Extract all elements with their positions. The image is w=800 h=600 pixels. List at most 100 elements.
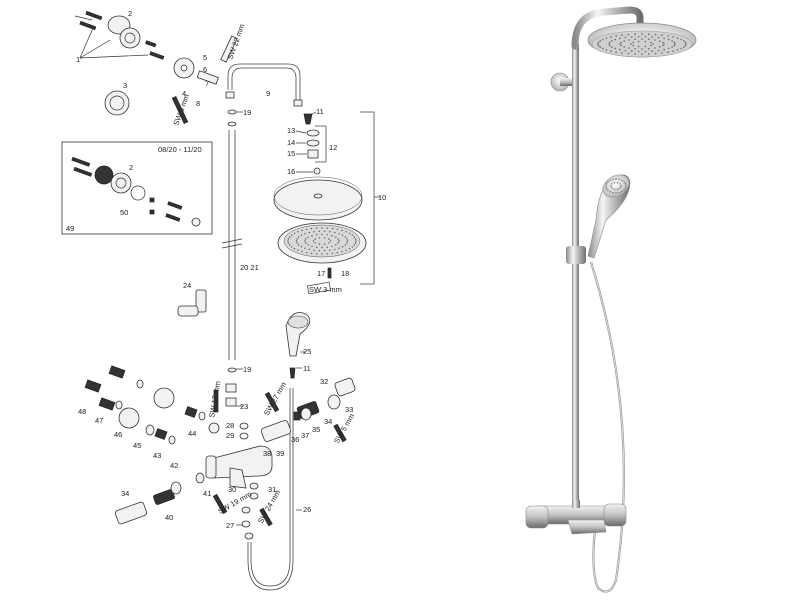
nozzle-dot <box>331 245 333 247</box>
nozzle-dot <box>335 244 337 246</box>
nozzle-dot <box>338 233 340 235</box>
nozzle-dot <box>328 242 330 244</box>
nozzle-dot <box>305 238 307 240</box>
nozzle-dot <box>684 41 687 44</box>
nozzle-dot <box>297 249 299 251</box>
nozzle-dot <box>291 246 293 248</box>
tool-sw-e: SW 17 mm <box>207 380 222 418</box>
right-cartridge-parts <box>212 383 347 528</box>
nozzle-dot <box>301 250 303 253</box>
nozzle-dot <box>602 47 604 50</box>
inset-box: 08/20 - 11/20 <box>61 141 213 235</box>
nozzle-dot <box>354 242 357 244</box>
part-label-15: 15 <box>287 149 295 158</box>
head-connector-parts <box>303 111 375 285</box>
nozzle-dot <box>672 50 674 52</box>
part-label-3: 3 <box>123 81 127 90</box>
nozzle-dot <box>667 38 670 41</box>
part-label-22: 23 <box>240 402 248 411</box>
part-label-41: 42 <box>170 461 178 470</box>
nozzle-dot <box>630 43 632 45</box>
part-label-4: 4 <box>182 89 186 98</box>
nozzle-dot <box>314 238 316 240</box>
overhead-head-nozzles <box>597 33 687 55</box>
part-label-38: 39 <box>276 449 284 458</box>
nozzle-dot <box>621 179 623 181</box>
nozzle-dot <box>324 230 326 232</box>
nozzle-dot <box>287 240 289 242</box>
nozzle-dot <box>334 248 336 251</box>
part-label-33: 34 <box>324 417 332 426</box>
nozzle-dot <box>326 246 328 248</box>
nozzle-dot <box>618 192 620 194</box>
nozzle-dot <box>316 246 318 248</box>
overhead-shower-plates <box>273 176 367 264</box>
nozzle-dot <box>683 40 685 42</box>
shower-hose <box>244 388 294 591</box>
nozzle-dot <box>305 242 307 244</box>
nozzle-dot <box>648 53 650 55</box>
nozzle-dot <box>623 40 625 42</box>
nozzle-dot <box>676 49 679 51</box>
hand-shower-nozzles <box>605 178 627 194</box>
nozzle-dot <box>308 231 310 234</box>
part-label-37: 38 <box>263 449 271 458</box>
nozzle-dot <box>316 227 318 229</box>
nozzle-dot <box>313 249 315 251</box>
nozzle-dot <box>661 34 663 36</box>
nozzle-dot <box>651 50 653 52</box>
nozzle-dot <box>641 48 643 50</box>
nozzle-dot <box>614 38 617 41</box>
nozzle-dot <box>348 247 351 250</box>
part-label-44: 45 <box>133 441 141 450</box>
nozzle-dot <box>648 48 650 50</box>
nozzle-dot <box>611 46 613 48</box>
part-label-26: 27 <box>226 521 234 530</box>
nozzle-dot <box>287 238 290 240</box>
nozzle-dot <box>602 38 604 41</box>
nozzle-dot <box>311 245 313 247</box>
nozzle-dot <box>624 187 627 189</box>
head-screw <box>307 267 332 295</box>
exploded-view: 08/20 - 11/20 <box>61 9 386 591</box>
nozzle-dot <box>620 44 622 47</box>
nozzle-dot <box>650 44 652 47</box>
overhead-nozzle-pattern <box>287 227 357 255</box>
nozzle-dot <box>667 51 669 53</box>
nozzle-dot <box>311 235 313 237</box>
nozzle-dot <box>625 185 627 187</box>
nozzle-dot <box>605 49 608 51</box>
nozzle-dot <box>615 35 617 37</box>
nozzle-dot <box>331 252 334 255</box>
part-label-35: 36 <box>291 435 299 444</box>
part-label-33b: 34 <box>121 489 129 498</box>
part-label-6: 6 <box>203 65 207 74</box>
nozzle-dot <box>641 38 643 40</box>
nozzle-dot <box>671 40 673 42</box>
part-label-31: 32 <box>320 377 328 386</box>
part-label-29: 30 <box>228 485 236 494</box>
nozzle-dot <box>334 231 336 234</box>
nozzle-dot <box>341 246 344 248</box>
nozzle-dot <box>628 39 630 41</box>
nozzle-dot <box>344 244 346 246</box>
nozzle-dot <box>608 41 611 44</box>
part-label-9: 9 <box>266 89 270 98</box>
nozzle-dot <box>597 43 599 45</box>
part-label-19a: 19 <box>243 108 251 117</box>
part-label-20-21: 20 21 <box>240 263 259 272</box>
shower-arm-render <box>571 6 644 50</box>
nozzle-dot <box>634 38 636 40</box>
nozzle-dot <box>644 50 647 53</box>
nozzle-dot <box>610 36 612 38</box>
nozzle-dot <box>637 40 640 43</box>
nozzle-dot <box>341 250 343 253</box>
nozzle-dot <box>663 43 665 45</box>
nozzle-dot <box>684 44 687 47</box>
nozzle-dot <box>624 49 627 52</box>
nozzle-dot <box>650 41 652 44</box>
nozzle-dot <box>616 182 619 184</box>
nozzle-dot <box>329 240 332 242</box>
mixer-body <box>114 377 356 525</box>
